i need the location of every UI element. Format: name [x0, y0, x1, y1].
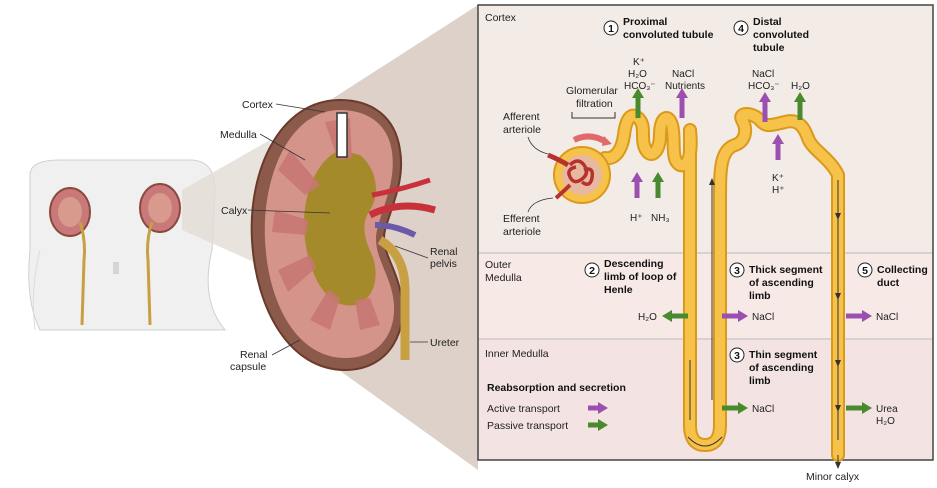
label-renal-capsule-1: Renal	[240, 349, 267, 361]
svg-text:H₂O: H₂O	[638, 312, 657, 323]
svg-text:HCO₃⁻: HCO₃⁻	[748, 81, 780, 92]
svg-text:Proximal: Proximal	[623, 16, 667, 28]
svg-text:convoluted tubule: convoluted tubule	[623, 29, 714, 41]
svg-text:Thick segment: Thick segment	[749, 264, 823, 276]
label-ureter: Ureter	[430, 337, 460, 349]
svg-text:Distal: Distal	[753, 16, 782, 28]
svg-text:NaCl: NaCl	[752, 312, 774, 323]
svg-text:H₂O: H₂O	[628, 69, 647, 80]
svg-text:limb of loop of: limb of loop of	[604, 271, 677, 283]
label-renal-capsule-2: capsule	[230, 361, 266, 373]
label-calyx: Calyx	[221, 205, 248, 217]
label-cortex: Cortex	[242, 99, 274, 111]
efferent-arteriole-2: arteriole	[503, 226, 541, 238]
svg-text:Collecting: Collecting	[877, 264, 928, 276]
svg-text:H⁺: H⁺	[630, 213, 643, 224]
afferent-arteriole-2: arteriole	[503, 124, 541, 136]
svg-text:2: 2	[589, 265, 595, 277]
zone-cortex: Cortex	[485, 12, 517, 24]
svg-text:Henle: Henle	[604, 284, 633, 296]
svg-text:3: 3	[734, 265, 740, 277]
svg-text:limb: limb	[749, 375, 771, 387]
glomerular-filtration-1: Glomerular	[566, 85, 618, 97]
svg-text:NH₃: NH₃	[651, 213, 670, 224]
svg-text:Urea: Urea	[876, 404, 898, 415]
zone-inner-medulla: Inner Medulla	[485, 348, 549, 360]
svg-text:K⁺: K⁺	[633, 57, 645, 68]
svg-text:H₂O: H₂O	[791, 81, 810, 92]
svg-text:NaCl: NaCl	[752, 404, 774, 415]
svg-text:duct: duct	[877, 277, 900, 289]
afferent-arteriole-1: Afferent	[503, 111, 540, 123]
svg-text:limb: limb	[749, 290, 771, 302]
svg-text:H⁺: H⁺	[772, 185, 785, 196]
svg-text:NaCl: NaCl	[672, 69, 694, 80]
glomerular-filtration-2: filtration	[576, 98, 613, 110]
svg-text:Thin segment: Thin segment	[749, 349, 818, 361]
svg-text:K⁺: K⁺	[772, 173, 784, 184]
legend-title: Reabsorption and secretion	[487, 382, 626, 394]
minor-calyx-label: Minor calyx	[806, 471, 860, 483]
svg-text:Nutrients: Nutrients	[665, 81, 705, 92]
svg-text:H₂O: H₂O	[876, 416, 895, 427]
zone-outer-medulla-1: Outer	[485, 259, 512, 271]
svg-text:of ascending: of ascending	[749, 277, 814, 289]
legend-active: Active transport	[487, 403, 560, 415]
legend-passive: Passive transport	[487, 420, 568, 432]
svg-text:of ascending: of ascending	[749, 362, 814, 374]
transport-legend: Reabsorption and secretion Active transp…	[487, 382, 626, 432]
svg-text:NaCl: NaCl	[876, 312, 898, 323]
label-renal-pelvis-1: Renal	[430, 246, 457, 258]
svg-text:NaCl: NaCl	[752, 69, 774, 80]
svg-text:1: 1	[608, 23, 614, 35]
svg-text:5: 5	[862, 265, 868, 277]
svg-text:convoluted: convoluted	[753, 29, 809, 41]
svg-text:3: 3	[734, 350, 740, 362]
efferent-arteriole-1: Efferent	[503, 213, 540, 225]
svg-text:HCO₃⁻: HCO₃⁻	[624, 81, 656, 92]
label-renal-pelvis-2: pelvis	[430, 258, 457, 270]
zone-outer-medulla-2: Medulla	[485, 272, 522, 284]
svg-text:Descending: Descending	[604, 258, 664, 270]
label-medulla: Medulla	[220, 129, 257, 141]
svg-text:tubule: tubule	[753, 42, 785, 54]
svg-text:4: 4	[738, 23, 744, 35]
